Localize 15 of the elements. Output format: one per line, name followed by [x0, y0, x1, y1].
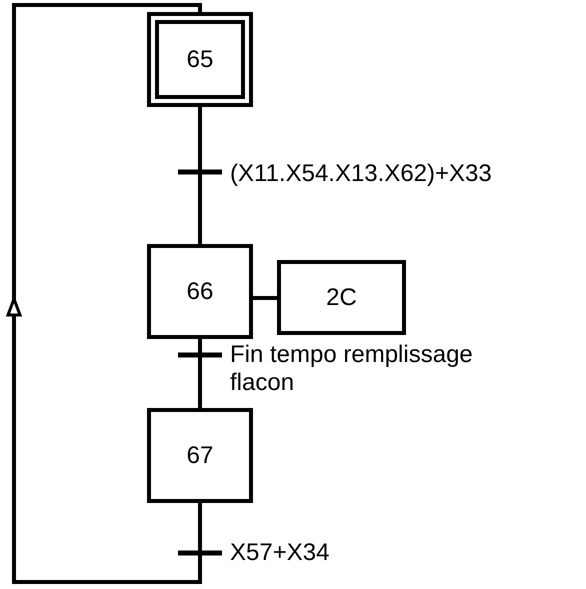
- transition-condition: X57+X34: [230, 539, 330, 567]
- step-number: 67: [186, 442, 214, 470]
- step-box: [147, 408, 253, 503]
- connector-line: [6, 3, 202, 584]
- initial-step-box: [147, 12, 253, 107]
- connector-line: [198, 339, 202, 408]
- action-box: [277, 260, 406, 335]
- step-box: [147, 244, 253, 339]
- step-number: 2C: [326, 284, 357, 312]
- step-number: 65: [186, 46, 214, 74]
- connector-line: [253, 296, 277, 300]
- transition-condition: Fin tempo remplissage flacon: [230, 341, 474, 397]
- transition-condition: (X11.X54.X13.X62)+X33: [230, 160, 493, 188]
- connector-line: [198, 107, 202, 244]
- step-number: 66: [186, 278, 214, 306]
